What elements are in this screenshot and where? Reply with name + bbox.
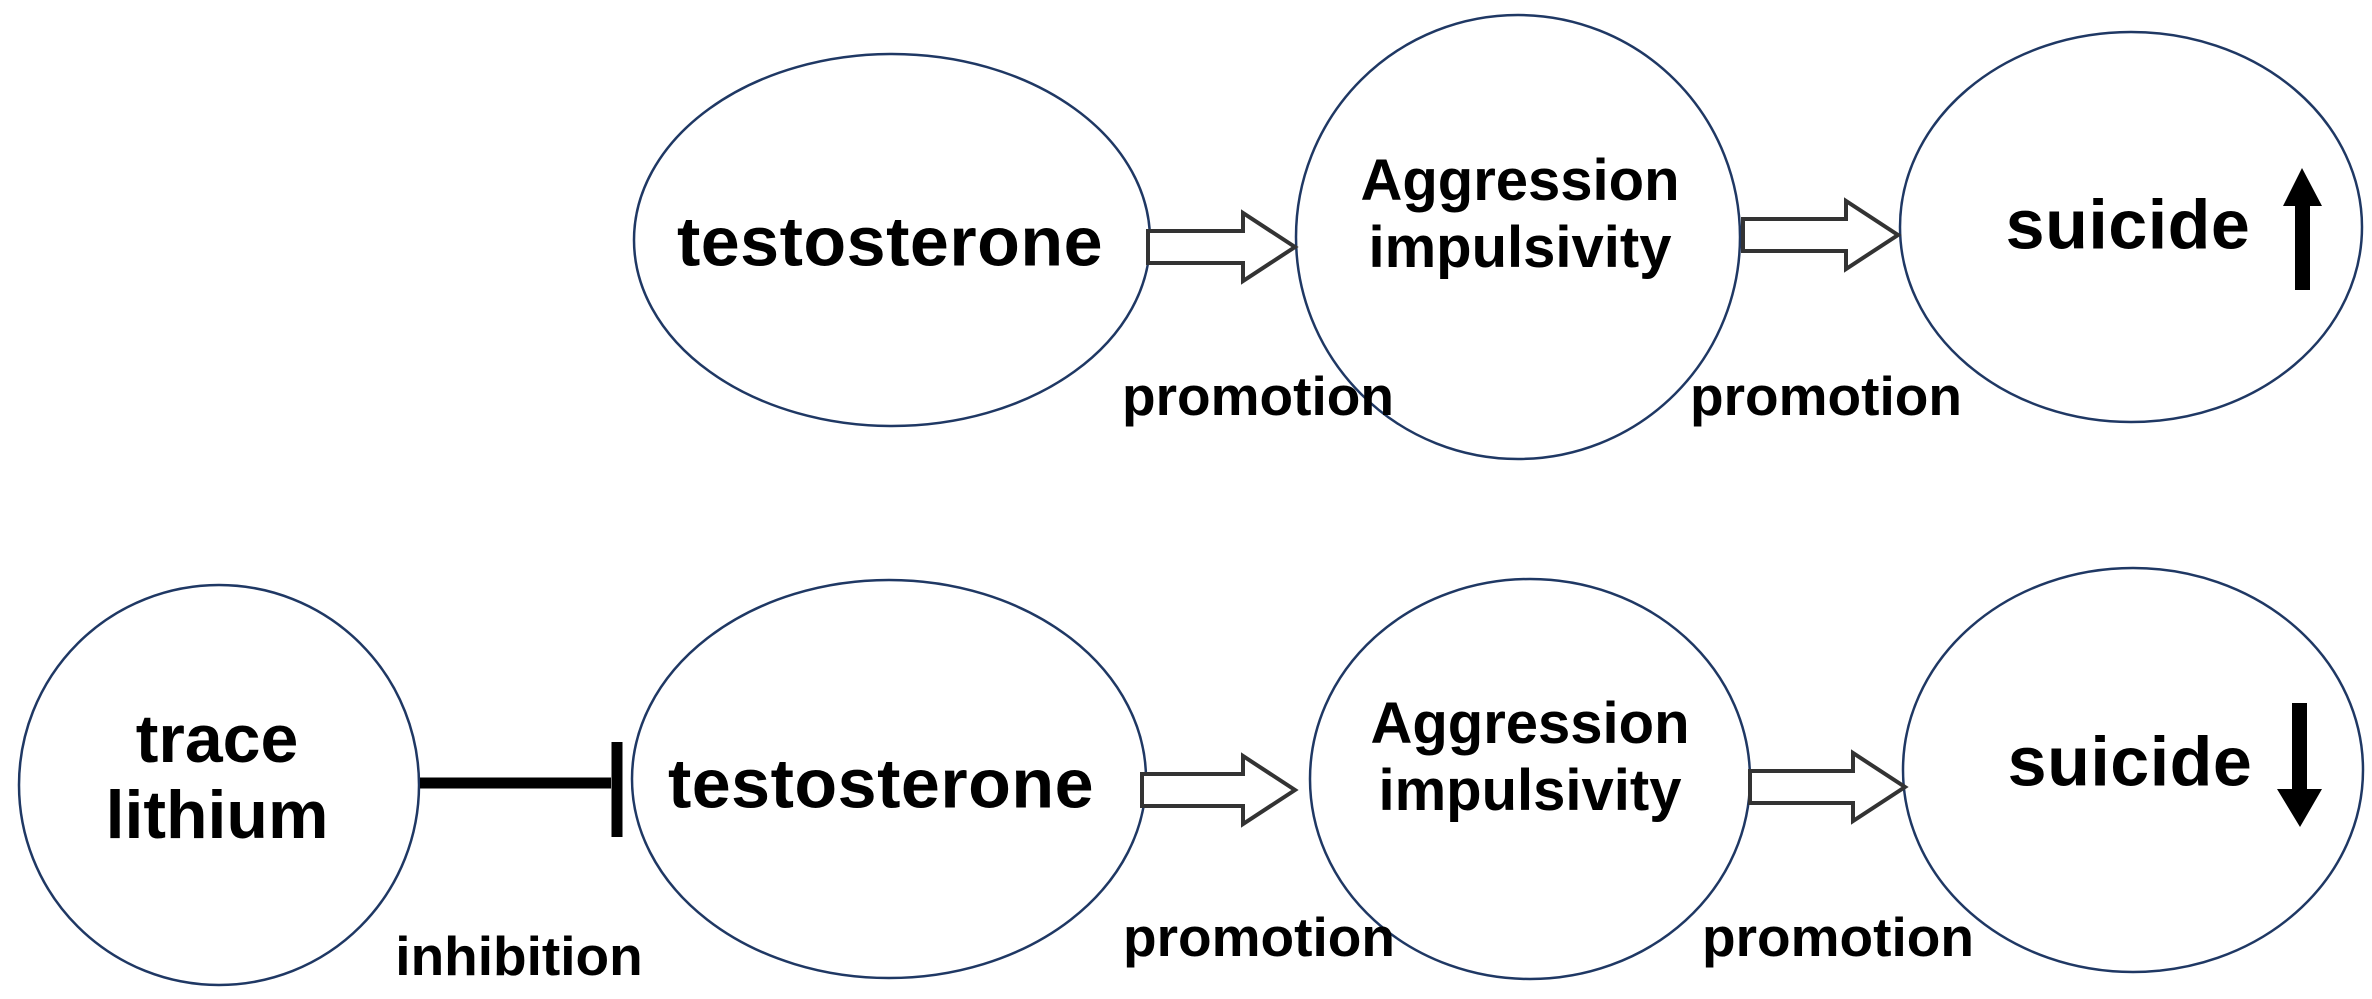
- promotion-arrow-row2-2: [1748, 749, 1909, 825]
- node-label-aggression-row2: Aggression impulsivity: [1370, 691, 1690, 823]
- down-arrow-icon: [2277, 703, 2322, 827]
- node-label-testosterone-row2: testosterone: [667, 744, 1095, 823]
- node-label-aggression-row1: Aggression impulsivity: [1360, 148, 1680, 280]
- promotion-arrow-row2-1: [1140, 752, 1299, 828]
- edge-label-promotion-row1-1: promotion: [1122, 364, 1394, 427]
- edge-label-promotion-row2-1: promotion: [1123, 905, 1395, 968]
- node-label-suicide-row1: suicide: [2005, 185, 2251, 264]
- up-arrow-icon: [2283, 168, 2322, 290]
- node-label-testosterone-row1: testosterone: [676, 202, 1104, 281]
- node-label-suicide-row2: suicide: [2007, 722, 2253, 801]
- node-ellipse-aggression-row1: [1294, 13, 1742, 461]
- node-label-trace-lithium-row2: trace lithium: [105, 701, 329, 853]
- promotion-arrow-row1-2: [1741, 197, 1902, 273]
- edge-label-promotion-row1-2: promotion: [1690, 364, 1962, 427]
- edge-label-promotion-row2-2: promotion: [1702, 905, 1974, 968]
- node-ellipse-trace-lithium-row2: [17, 583, 421, 987]
- node-ellipse-suicide-row2: [1901, 566, 2365, 974]
- edge-label-inhibition-row2: inhibition: [395, 924, 643, 987]
- node-ellipse-suicide-row1: [1898, 30, 2364, 424]
- promotion-arrow-row1-1: [1146, 209, 1299, 285]
